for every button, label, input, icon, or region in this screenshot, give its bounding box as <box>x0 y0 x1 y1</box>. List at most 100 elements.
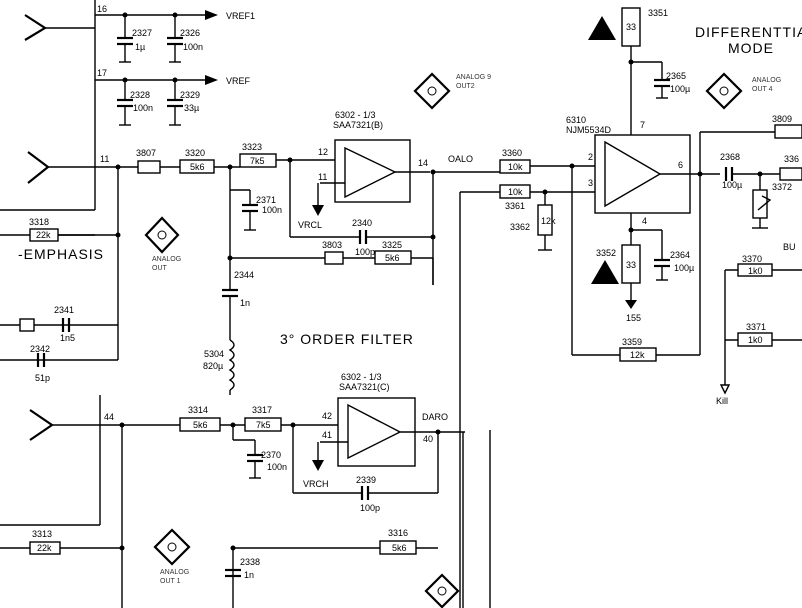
lbl-2328: 2328 <box>130 90 150 100</box>
testpoint-diamond-5[interactable] <box>424 573 460 608</box>
val-2339: 100p <box>360 503 380 513</box>
resistor-336x <box>779 167 802 181</box>
lbl-3317: 3317 <box>252 405 272 415</box>
testpoint-diamond-2[interactable] <box>144 216 180 254</box>
val-2328: 100n <box>133 103 153 113</box>
ic-6310-type: NJM5534D <box>566 125 612 135</box>
lbl-2342: 2342 <box>30 344 50 354</box>
opamp-6302b <box>344 146 397 199</box>
resistor-3313 <box>29 541 61 555</box>
kill-connector <box>719 384 731 395</box>
lbl-3359: 3359 <box>622 337 642 347</box>
ic-6302b-type: SAA7321(B) <box>333 120 383 130</box>
tp-caption-2a: ANALOG <box>152 256 181 263</box>
val-2370: 100n <box>267 462 287 472</box>
net-oalo: OALO <box>448 154 473 164</box>
pin-42: 42 <box>322 411 332 421</box>
net-kill: Kill <box>716 396 728 406</box>
pin-11b: 11 <box>318 172 327 182</box>
lbl-2370: 2370 <box>261 450 281 460</box>
val-3371: 1k0 <box>748 335 763 345</box>
testpoint-diamond-1[interactable] <box>413 72 451 110</box>
val-2344: 1n <box>240 298 250 308</box>
warning-icon: ! <box>591 260 619 284</box>
lbl-3809: 3809 <box>772 114 792 124</box>
lbl-3371: 3371 <box>746 322 766 332</box>
val-3313: 22k <box>37 543 52 553</box>
val-2341: 1n5 <box>60 333 75 343</box>
val-3352: 33 <box>626 260 636 270</box>
opamp-6310 <box>604 140 662 208</box>
lbl-2341: 2341 <box>54 305 74 315</box>
inductor-5304 <box>228 339 235 391</box>
ic-6302b-box <box>334 139 411 203</box>
lbl-3314: 3314 <box>188 405 208 415</box>
opamp-6302c <box>347 403 402 460</box>
val-3370: 1k0 <box>748 266 763 276</box>
resistor-3807 <box>137 160 161 174</box>
pin-17: 17 <box>97 68 107 78</box>
val-3323: 7k5 <box>250 156 265 166</box>
warning-mark-2: ! <box>603 269 607 284</box>
lbl-3807: 3807 <box>136 148 156 158</box>
resistor-3319 <box>19 318 35 332</box>
testpoint-diamond-4[interactable] <box>153 528 191 566</box>
lbl-2340: 2340 <box>352 218 372 228</box>
tp-caption-3a: ANALOG <box>752 77 781 84</box>
net-daro: DARO <box>422 412 448 422</box>
lbl-3362: 3362 <box>510 222 530 232</box>
resistor-3370 <box>737 263 773 277</box>
val-3316: 5k6 <box>392 543 407 553</box>
pin-11: 11 <box>100 154 109 164</box>
testpoint-diamond-3[interactable] <box>705 72 743 110</box>
lbl-3320: 3320 <box>185 148 205 158</box>
lbl-3351: 3351 <box>648 8 668 18</box>
lbl-3325: 3325 <box>382 240 402 250</box>
pin-41: 41 <box>322 430 332 440</box>
input-arrow-mid <box>27 151 138 184</box>
val-3351: 33 <box>626 22 636 32</box>
cap-2326 <box>167 15 183 63</box>
net-bu: BU <box>783 242 796 252</box>
val-5304: 820µ <box>203 361 223 371</box>
lbl-336x: 336 <box>784 154 799 164</box>
input-arrow-bottom <box>29 409 180 441</box>
lbl-2329: 2329 <box>180 90 200 100</box>
lbl-3352: 3352 <box>596 248 616 258</box>
ic-6302b-ref: 6302 - 1/3 <box>335 110 376 120</box>
warning-mark-1: ! <box>600 25 604 40</box>
resistor-3809 <box>774 124 802 139</box>
lbl-2364: 2364 <box>670 250 690 260</box>
lbl-3361: 3361 <box>505 201 525 211</box>
net-vrch: VRCH <box>303 479 329 489</box>
pin-44: 44 <box>104 412 114 422</box>
val-2368: 100µ <box>722 180 742 190</box>
net-vref: VREF <box>226 76 251 86</box>
val-2340: 100p <box>355 247 375 257</box>
val-3314: 5k6 <box>193 420 208 430</box>
lbl-2365: 2365 <box>666 71 686 81</box>
pin-40: 40 <box>423 434 433 444</box>
val-3361: 10k <box>508 187 523 197</box>
val-2364: 100µ <box>674 263 694 273</box>
lbl-3372: 3372 <box>772 182 792 192</box>
lbl-3370: 3370 <box>742 254 762 264</box>
lbl-3318: 3318 <box>29 217 49 227</box>
pin-3: 3 <box>588 178 593 188</box>
val-2342: 51p <box>35 373 50 383</box>
net-vrcl: VRCL <box>298 220 322 230</box>
pin-7: 7 <box>640 120 645 130</box>
val-2326: 100n <box>183 42 203 52</box>
tp-caption-1b: OUT2 <box>456 83 475 90</box>
pin-14: 14 <box>418 158 428 168</box>
tp-caption-4a: ANALOG <box>160 569 189 576</box>
lbl-2327: 2327 <box>132 28 152 38</box>
filter-title: 3° ORDER FILTER <box>280 331 414 347</box>
pin-12: 12 <box>318 147 328 157</box>
lbl-2339: 2339 <box>356 475 376 485</box>
lbl-2368: 2368 <box>720 152 740 162</box>
net-vref1: VREF1 <box>226 11 255 21</box>
lbl-2371: 2371 <box>256 195 276 205</box>
pin-16: 16 <box>97 4 107 14</box>
ic-6302c-type: SAA7321(C) <box>339 382 390 392</box>
